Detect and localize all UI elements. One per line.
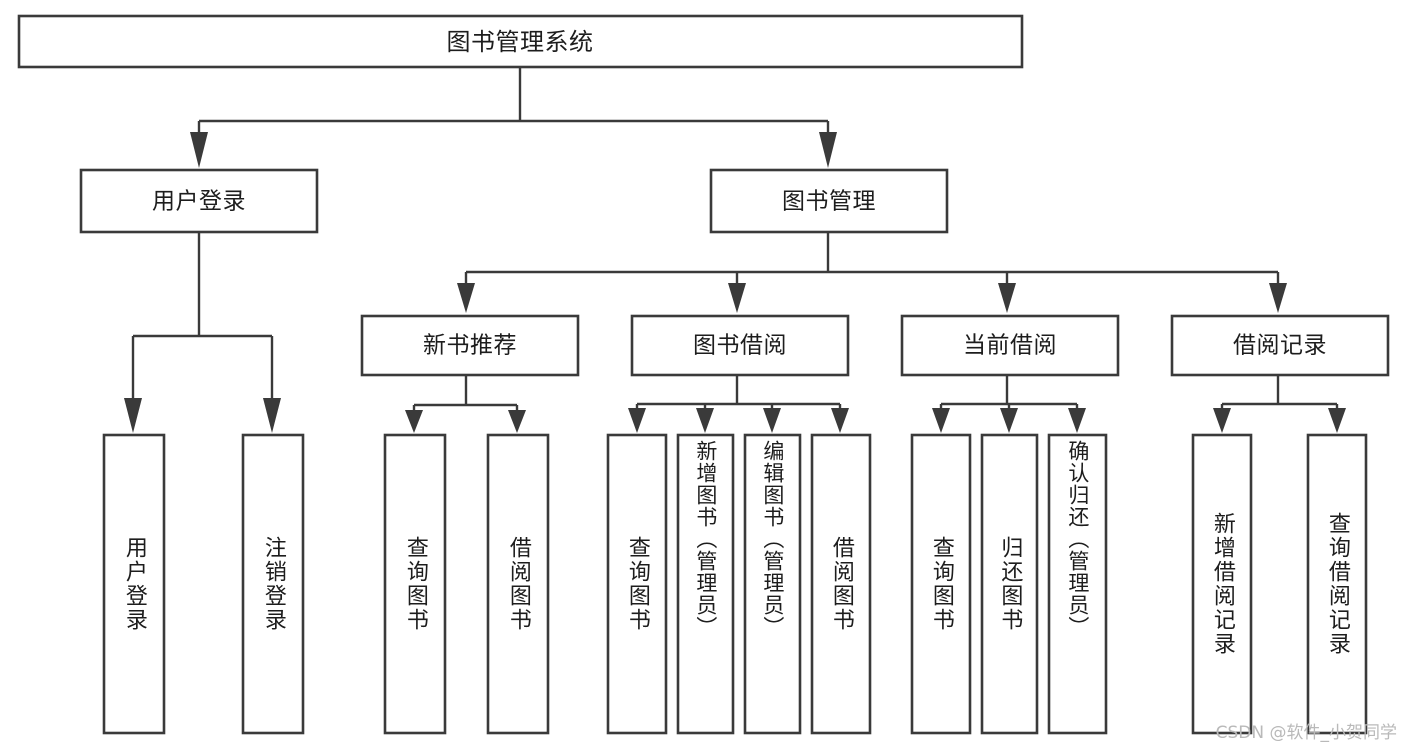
node-book-manage-label: 图书管理 [782, 189, 876, 215]
connector-group-user-login [124, 232, 281, 433]
arrow-book-manage-c4 [1269, 283, 1287, 313]
arrow-book-borrow-leaf4 [831, 408, 849, 433]
node-root-label: 图书管理系统 [447, 28, 594, 56]
arrow-book-manage-c2 [728, 283, 746, 313]
leaf-box-user-login-login[interactable] [102, 433, 166, 735]
leaf-group-borrow-record [1191, 433, 1368, 735]
connector-group-book-manage [457, 232, 1287, 313]
arrow-user-login-leaf2 [263, 398, 281, 433]
arrow-new-book-leaf1 [405, 410, 423, 433]
leaf-box-current-borrow-query[interactable] [910, 433, 972, 735]
node-book-borrow-box[interactable] [630, 314, 850, 377]
leaf-box-borrow-record-query[interactable] [1306, 433, 1368, 735]
arrow-user-login-leaf1 [124, 398, 142, 433]
leaf-box-borrow-record-add[interactable] [1191, 433, 1253, 735]
leaf-box-book-borrow-add[interactable] [676, 433, 735, 735]
connector-group-new-book [405, 375, 526, 433]
leaf-group-user-login [102, 433, 305, 735]
arrow-current-borrow-leaf3 [1068, 408, 1086, 433]
arrow-book-manage-c1 [457, 283, 475, 313]
leaf-group-current-borrow [910, 433, 1108, 735]
node-user-login-box[interactable] [79, 168, 319, 234]
arrow-root-to-user-login [190, 132, 208, 168]
arrow-borrow-record-leaf2 [1328, 408, 1346, 433]
leaf-box-book-borrow-borrow[interactable] [810, 433, 872, 735]
arrow-book-borrow-leaf3 [763, 408, 781, 433]
node-book-borrow[interactable]: 图书借阅 [630, 314, 850, 377]
node-borrow-record[interactable]: 借阅记录 [1170, 314, 1390, 377]
leaf-box-current-borrow-return[interactable] [980, 433, 1039, 735]
connector-group-root [190, 67, 837, 168]
arrow-borrow-record-leaf1 [1213, 408, 1231, 433]
node-root[interactable]: 图书管理系统 [17, 14, 1024, 69]
node-new-book-recommend-label: 新书推荐 [423, 333, 517, 359]
arrow-root-to-book-manage [819, 132, 837, 168]
node-new-book-recommend[interactable]: 新书推荐 [360, 314, 580, 377]
node-current-borrow[interactable]: 当前借阅 [900, 314, 1120, 377]
node-current-borrow-label: 当前借阅 [963, 333, 1057, 359]
arrow-book-borrow-leaf2 [696, 408, 714, 433]
node-borrow-record-label: 借阅记录 [1233, 333, 1327, 359]
arrow-book-borrow-leaf1 [628, 408, 646, 433]
arrow-new-book-leaf2 [508, 410, 526, 433]
connector-group-borrow-record [1213, 375, 1346, 433]
node-root-box[interactable] [17, 14, 1024, 69]
leaf-box-book-borrow-query[interactable] [606, 433, 668, 735]
connector-group-current-borrow [932, 375, 1086, 433]
node-new-book-recommend-box[interactable] [360, 314, 580, 377]
node-book-manage[interactable]: 图书管理 [709, 168, 949, 234]
leaf-box-new-book-borrow[interactable] [486, 433, 550, 735]
node-current-borrow-box[interactable] [900, 314, 1120, 377]
leaf-box-current-borrow-confirm[interactable] [1047, 433, 1108, 735]
leaf-group-book-borrow [606, 433, 872, 735]
arrow-current-borrow-leaf2 [1000, 408, 1018, 433]
leaf-box-user-login-logout[interactable] [241, 433, 305, 735]
connector-group-book-borrow [628, 375, 849, 433]
arrow-book-manage-c3 [998, 283, 1016, 313]
node-book-manage-box[interactable] [709, 168, 949, 234]
csdn-watermark: CSDN @软件_小贺同学 [1215, 723, 1397, 743]
node-book-borrow-label: 图书借阅 [693, 333, 787, 359]
leaf-box-book-borrow-edit[interactable] [743, 433, 802, 735]
leaf-group-new-book-recommend [383, 433, 550, 735]
leaf-box-new-book-query[interactable] [383, 433, 447, 735]
node-user-login[interactable]: 用户登录 [79, 168, 319, 234]
node-borrow-record-box[interactable] [1170, 314, 1390, 377]
arrow-current-borrow-leaf1 [932, 408, 950, 433]
node-user-login-label: 用户登录 [152, 189, 246, 215]
